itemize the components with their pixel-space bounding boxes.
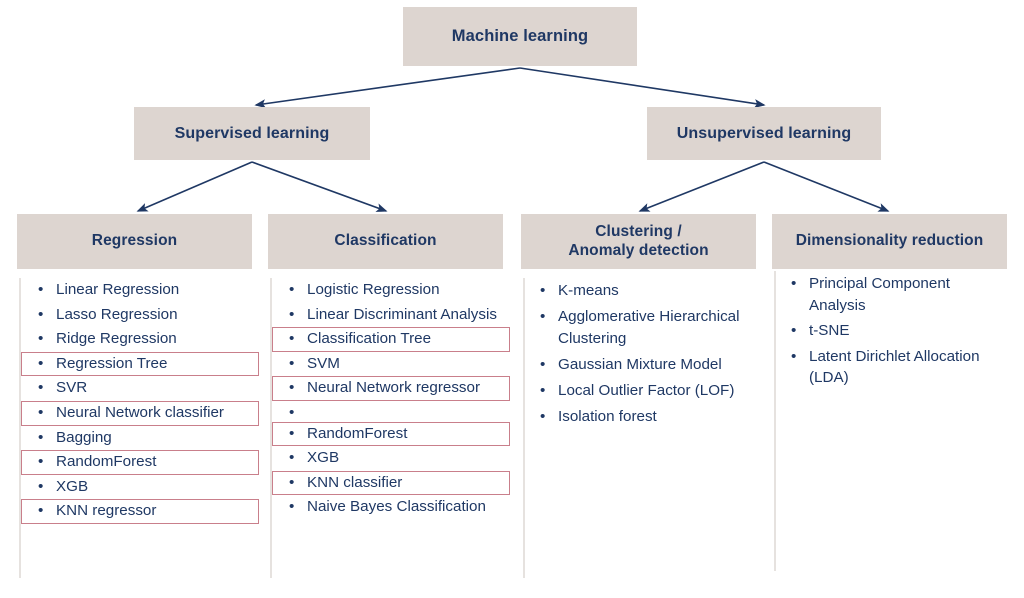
list-item[interactable]: Agglomerative Hierarchical Clustering <box>525 304 763 352</box>
list-item[interactable]: RandomForest <box>21 450 259 475</box>
clustering-item-list: K-meansAgglomerative Hierarchical Cluste… <box>525 278 763 430</box>
list-item[interactable]: Ridge Regression <box>21 327 259 352</box>
arrow-root-to-supervised <box>254 67 521 109</box>
list-dimreduction-algorithms: Principal Component Analysist-SNELatent … <box>774 271 1014 571</box>
list-item[interactable]: XGB <box>21 475 259 500</box>
list-item[interactable]: Bagging <box>21 426 259 451</box>
dimreduction-item-list: Principal Component Analysist-SNELatent … <box>776 271 1014 391</box>
list-item[interactable]: Linear Discriminant Analysis <box>272 303 510 328</box>
arrow-supervised-to-classification <box>251 161 388 212</box>
list-item[interactable]: Principal Component Analysis <box>776 271 1014 318</box>
list-item[interactable]: Regression Tree <box>21 351 259 377</box>
list-item[interactable]: KNN classifier <box>272 470 510 496</box>
list-item[interactable]: Linear Regression <box>21 278 259 303</box>
list-item[interactable]: RandomForest <box>272 421 510 447</box>
arrow-root-to-unsupervised <box>519 67 766 108</box>
list-item[interactable]: K-means <box>525 278 763 304</box>
list-item[interactable]: XGB <box>272 446 510 471</box>
list-item[interactable] <box>272 401 510 423</box>
clustering-header-line-1: Clustering / <box>595 222 682 240</box>
node-supervised-learning[interactable]: Supervised learning <box>134 107 370 160</box>
list-item[interactable]: KNN regressor <box>21 499 259 524</box>
list-item[interactable]: Gaussian Mixture Model <box>525 352 763 378</box>
list-item[interactable]: Latent Dirichlet Allocation (LDA) <box>776 344 1014 391</box>
list-item[interactable]: Neural Network classifier <box>21 400 259 426</box>
list-item[interactable]: SVR <box>21 376 259 401</box>
list-classification-algorithms: Logistic RegressionLinear Discriminant A… <box>270 278 510 578</box>
arrow-supervised-to-regression <box>136 161 253 212</box>
list-regression-algorithms: Linear RegressionLasso RegressionRidge R… <box>19 278 259 578</box>
node-unsupervised-learning[interactable]: Unsupervised learning <box>647 107 881 160</box>
classification-item-list: Logistic RegressionLinear Discriminant A… <box>272 278 510 520</box>
node-machine-learning[interactable]: Machine learning <box>403 7 637 66</box>
list-item[interactable]: Isolation forest <box>525 404 763 430</box>
arrow-unsupervised-to-clustering <box>638 161 765 212</box>
list-clustering-algorithms: K-meansAgglomerative Hierarchical Cluste… <box>523 278 763 578</box>
list-item[interactable]: Classification Tree <box>272 327 510 352</box>
clustering-header-line-2: Anomaly detection <box>568 241 709 259</box>
list-item[interactable]: Lasso Regression <box>21 303 259 328</box>
node-classification[interactable]: Classification <box>268 214 503 269</box>
node-dimensionality-reduction[interactable]: Dimensionality reduction <box>772 214 1007 269</box>
list-item[interactable]: Naive Bayes Classification <box>272 495 510 520</box>
list-item[interactable]: Logistic Regression <box>272 278 510 303</box>
list-item[interactable]: t-SNE <box>776 318 1014 344</box>
node-regression[interactable]: Regression <box>17 214 252 269</box>
regression-item-list: Linear RegressionLasso RegressionRidge R… <box>21 278 259 524</box>
list-item[interactable]: SVM <box>272 352 510 377</box>
node-clustering-anomaly-detection[interactable]: Clustering / Anomaly detection <box>521 214 756 269</box>
arrow-unsupervised-to-dimreduction <box>763 161 890 212</box>
list-item[interactable]: Neural Network regressor <box>272 376 510 401</box>
list-item[interactable]: Local Outlier Factor (LOF) <box>525 378 763 404</box>
